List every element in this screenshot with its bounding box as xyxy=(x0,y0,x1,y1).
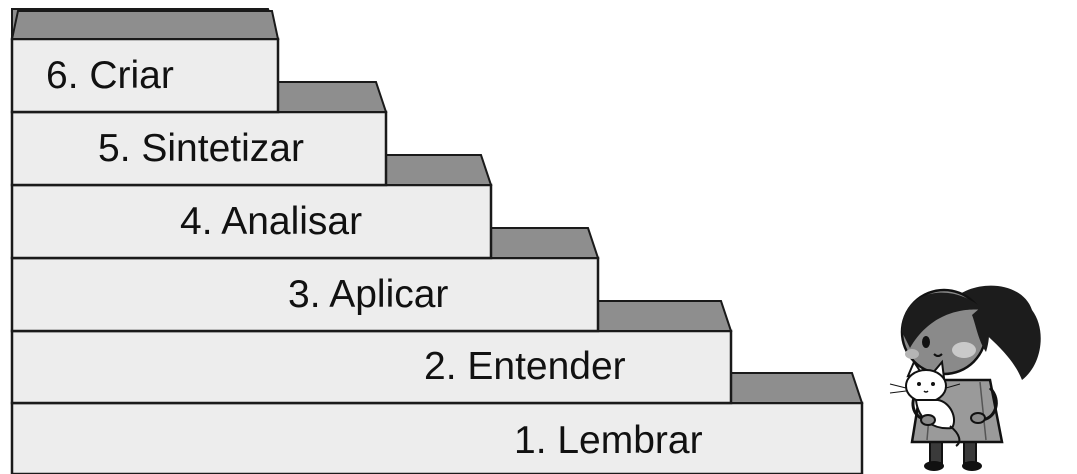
girl-holding-cat-icon xyxy=(889,285,1041,471)
step-label-3: 3. Aplicar xyxy=(288,273,449,316)
step-tread-6 xyxy=(10,10,280,40)
step-face-1 xyxy=(10,401,864,474)
step-face-5 xyxy=(10,110,388,187)
step-face-2 xyxy=(10,329,733,405)
step-tread-3 xyxy=(479,227,600,259)
step-tread-1 xyxy=(719,372,864,404)
step-label-2: 2. Entender xyxy=(424,345,626,388)
step-tread-2 xyxy=(586,300,733,332)
step-tread-4 xyxy=(374,154,493,186)
step-label-6: 6. Criar xyxy=(46,54,174,97)
step-label-4: 4. Analisar xyxy=(180,200,363,243)
step-label-1: 1. Lembrar xyxy=(514,419,703,462)
step-tread-5 xyxy=(266,81,388,113)
step-label-5: 5. Sintetizar xyxy=(98,127,304,170)
step-face-6 xyxy=(10,37,280,114)
